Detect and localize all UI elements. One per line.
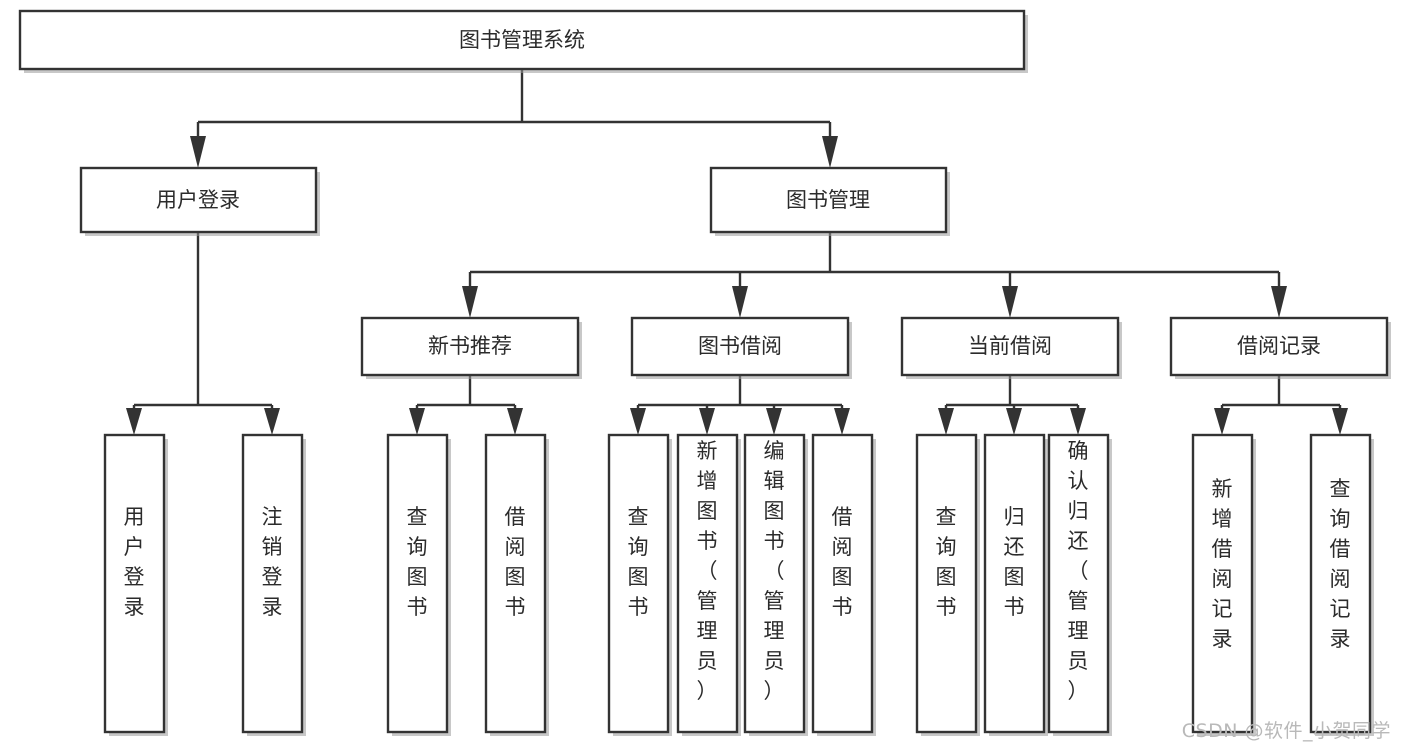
arrow-head-bb-leaf-2 [699,408,715,435]
node-borrow-record[interactable]: 借阅记录 [1169,316,1391,379]
node-root-box[interactable] [18,9,1026,71]
leaf-node-cb-confirm-return[interactable]: 确认归还（管理员） [1047,433,1112,736]
leaf-cb-return-book-label: 归还图书 [1004,505,1025,619]
leaf-node-bb-query-book[interactable]: 查询图书 [607,433,672,736]
leaf-br-query-record-box[interactable] [1309,433,1372,734]
arrow-head-book-mgmt [822,136,838,168]
leaf-cb-query-book-box[interactable] [915,433,978,734]
leaf-bb-borrow-book-box[interactable] [811,433,874,734]
leaf-bb-query-book-label: 查询图书 [628,505,649,619]
leaf-bb-edit-book-box[interactable] [743,433,806,734]
leaf-bb-query-book-box[interactable] [607,433,670,734]
leaf-nbr-query-book-label: 查询图书 [407,505,428,619]
leaf-node-cb-return-book[interactable]: 归还图书 [983,433,1048,736]
connector-group-book-mgmt [462,232,1287,318]
node-user-login[interactable]: 用户登录 [79,166,320,236]
node-user-login-label: 用户登录 [156,188,240,212]
leaf-cb-query-book-label: 查询图书 [936,505,957,619]
leaf-node-bb-add-book[interactable]: 新增图书（管理员） [676,433,741,736]
leaf-cb-confirm-return-label: 确认归还（管理员） [1068,439,1089,703]
leaf-user-login-logout-box[interactable] [241,433,304,734]
node-new-book-recommend-label: 新书推荐 [428,334,512,358]
arrow-head-cb-leaf-2 [1006,408,1022,435]
node-current-borrow[interactable]: 当前借阅 [900,316,1122,379]
leaf-user-login-logout-label: 注销登录 [262,505,283,619]
arrow-head-nbr-leaf-2 [507,408,523,435]
arrow-head-cb-leaf-1 [938,408,954,435]
node-book-borrow[interactable]: 图书借阅 [630,316,852,379]
leaf-node-user-login-login[interactable]: 用户登录 [103,433,168,736]
leaf-node-nbr-borrow-book[interactable]: 借阅图书 [484,433,549,736]
leaf-node-br-add-record[interactable]: 新增借阅记录 [1191,433,1256,736]
connector-group-book-borrow [630,375,850,435]
leaf-cb-confirm-return-box[interactable] [1047,433,1110,734]
connector-group-user-login [126,232,280,435]
arrow-head-borrow-record [1271,286,1287,318]
leaf-bb-add-book-box[interactable] [676,433,739,734]
arrow-head-bb-leaf-4 [834,408,850,435]
leaf-bb-edit-book-label: 编辑图书（管理员） [764,439,785,703]
connector-group-current-borrow [938,375,1086,435]
arrow-head-book-borrow [732,286,748,318]
node-current-borrow-label: 当前借阅 [968,334,1052,358]
node-borrow-record-box[interactable] [1169,316,1389,377]
connector-group-borrow-record [1214,375,1348,435]
arrow-head-cb-leaf-3 [1070,408,1086,435]
leaf-bb-borrow-book-label: 借阅图书 [832,505,853,619]
leaf-node-bb-borrow-book[interactable]: 借阅图书 [811,433,876,736]
leaf-node-nbr-query-book[interactable]: 查询图书 [386,433,451,736]
node-book-management[interactable]: 图书管理 [709,166,950,236]
node-book-borrow-box[interactable] [630,316,850,377]
node-book-management-box[interactable] [709,166,948,234]
arrow-head-leaf-user-login [126,408,142,435]
leaf-node-cb-query-book[interactable]: 查询图书 [915,433,980,736]
node-book-borrow-label: 图书借阅 [698,334,782,358]
arrow-head-bb-leaf-1 [630,408,646,435]
node-root-system[interactable]: 图书管理系统 [18,9,1028,73]
node-user-login-box[interactable] [79,166,318,234]
leaf-user-login-login-box[interactable] [103,433,166,734]
arrow-head-br-leaf-2 [1332,408,1348,435]
node-book-management-label: 图书管理 [786,188,870,212]
leaf-nbr-query-book-box[interactable] [386,433,449,734]
leaf-node-bb-edit-book[interactable]: 编辑图书（管理员） [743,433,808,736]
arrow-head-user-login [190,136,206,168]
arrow-head-new-book-recommend [462,286,478,318]
leaf-cb-return-book-box[interactable] [983,433,1046,734]
leaf-nbr-borrow-book-box[interactable] [484,433,547,734]
leaf-nbr-borrow-book-label: 借阅图书 [505,505,526,619]
arrow-head-br-leaf-1 [1214,408,1230,435]
arrow-head-current-borrow [1002,286,1018,318]
node-new-book-recommend-box[interactable] [360,316,580,377]
connector-group-root [190,69,838,168]
arrow-head-bb-leaf-3 [766,408,782,435]
node-new-book-recommend[interactable]: 新书推荐 [360,316,582,379]
leaf-bb-add-book-label: 新增图书（管理员） [697,439,718,703]
node-borrow-record-label: 借阅记录 [1237,334,1321,358]
leaf-user-login-login-label: 用户登录 [124,505,145,619]
arrow-head-nbr-leaf-1 [409,408,425,435]
node-root-label: 图书管理系统 [459,28,585,52]
leaf-br-query-record-label: 查询借阅记录 [1330,477,1351,651]
leaf-br-add-record-label: 新增借阅记录 [1212,477,1233,651]
arrow-head-leaf-logout [264,408,280,435]
leaf-node-user-login-logout[interactable]: 注销登录 [241,433,306,736]
connector-group-new-book-recommend [409,375,523,435]
leaf-node-br-query-record[interactable]: 查询借阅记录 [1309,433,1374,736]
node-current-borrow-box[interactable] [900,316,1120,377]
leaf-br-add-record-box[interactable] [1191,433,1254,734]
